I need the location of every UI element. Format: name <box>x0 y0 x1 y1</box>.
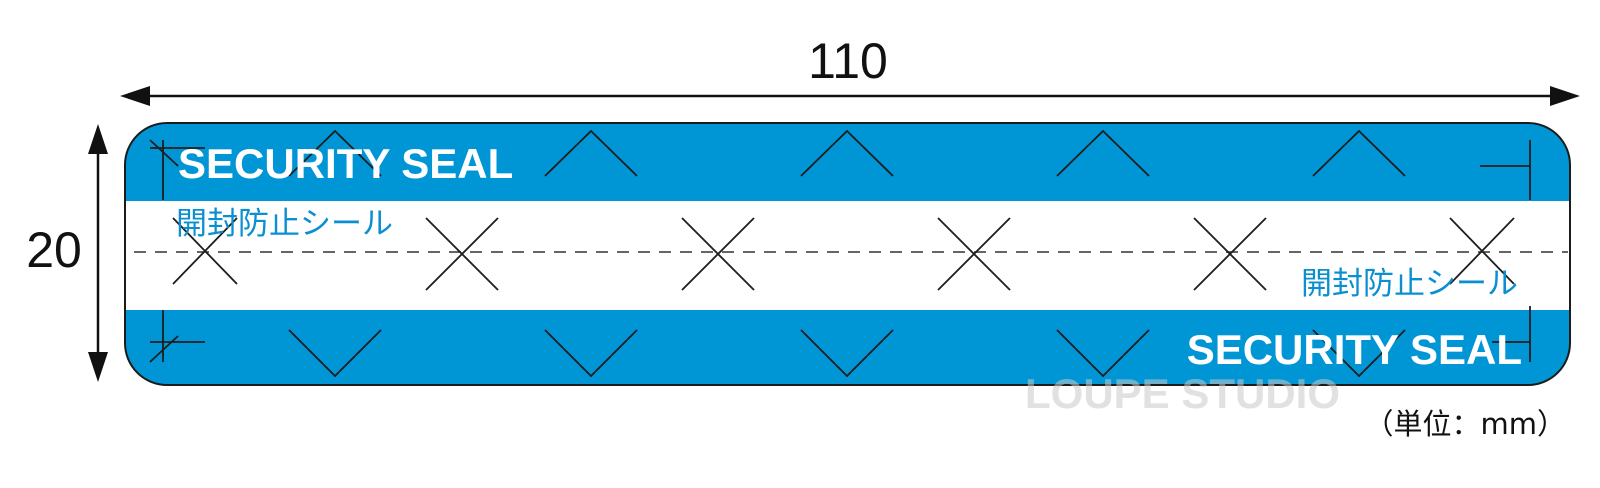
height-arrow-bottom <box>88 352 108 382</box>
corner-mark-top-left <box>149 139 205 200</box>
seal-english-label-top: SECURITY SEAL <box>178 140 513 187</box>
chevron-up-mark <box>544 129 638 177</box>
corner-mark-bottom-left <box>149 310 205 363</box>
x-mark <box>172 217 238 285</box>
width-arrow-left <box>120 86 150 106</box>
chevron-up-mark <box>800 129 894 177</box>
width-dimension: 110 <box>120 33 1580 106</box>
x-mark <box>937 217 1011 291</box>
height-dimension-label: 20 <box>26 222 82 278</box>
chevron-up-mark <box>1056 129 1150 177</box>
chevron-down-mark <box>544 329 638 378</box>
chevron-up-mark <box>1312 129 1406 177</box>
top-chevron-marks <box>288 129 1406 177</box>
unit-label: （単位：mm） <box>1365 407 1567 441</box>
chevron-up-mark <box>288 129 382 177</box>
bottom-chevron-marks <box>288 329 1406 378</box>
chevron-down-mark <box>1312 329 1406 378</box>
corner-mark-bottom-right <box>1492 306 1531 362</box>
x-mark <box>1449 217 1515 285</box>
x-mark <box>681 217 755 291</box>
corner-mark-top-right <box>1480 140 1531 200</box>
seal-bottom-band <box>125 310 1570 385</box>
x-mark <box>1193 217 1267 291</box>
seal-english-label-bottom: SECURITY SEAL <box>1187 326 1522 373</box>
chevron-down-mark <box>800 329 894 378</box>
seal-japanese-label-bottom: 開封防止シール <box>1301 266 1518 302</box>
watermark-text: LOUPE STUDIO <box>1025 370 1340 417</box>
chevron-down-mark <box>288 329 382 378</box>
corner-marks <box>149 139 1531 363</box>
height-arrow-top <box>88 124 108 154</box>
seal-center-band <box>125 201 1570 310</box>
x-mark <box>425 217 499 291</box>
chevron-down-mark <box>1056 329 1150 378</box>
height-dimension: 20 <box>26 124 108 382</box>
width-arrow-right <box>1550 86 1580 106</box>
seal-japanese-label-top: 開封防止シール <box>176 206 393 242</box>
width-dimension-label: 110 <box>808 33 888 89</box>
center-x-marks <box>172 217 1515 291</box>
seal-outline <box>124 122 1571 386</box>
watermark-logo: LOUPE STUDIO <box>1025 370 1340 417</box>
security-seal: SECURITY SEAL 開封防止シール 開封防止シール SECURITY S… <box>124 122 1571 386</box>
